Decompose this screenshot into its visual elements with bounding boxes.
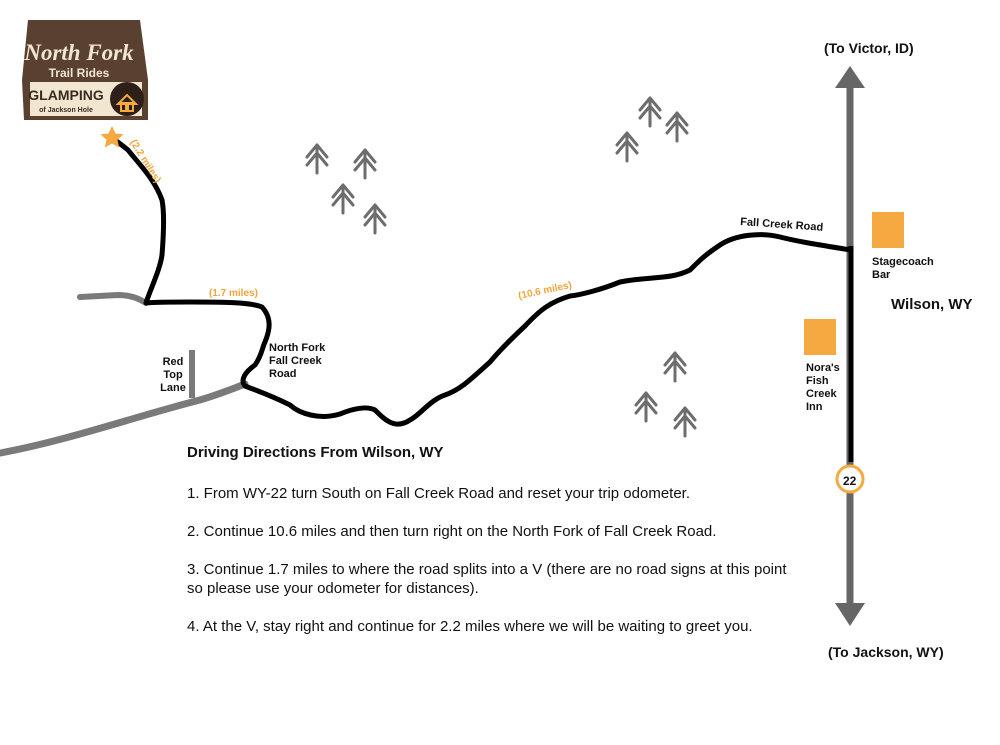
star-icon xyxy=(100,126,124,148)
noras-inn-label-line: Creek xyxy=(806,388,837,400)
stagecoach-bar-marker xyxy=(872,212,904,248)
tree-icon xyxy=(363,203,387,235)
logo-glamping: GLAMPING xyxy=(28,87,104,103)
noras-inn-label-line: Nora's xyxy=(806,362,840,374)
red-top-lane-label: Red Top Lane xyxy=(160,356,186,395)
tree-icon xyxy=(665,111,689,143)
house-icon xyxy=(115,93,139,112)
tree-icon xyxy=(615,131,639,163)
north-fork-road-label: North Fork Fall Creek Road xyxy=(269,342,325,381)
tree-icon xyxy=(353,148,377,180)
logo-subtitle: Trail Rides xyxy=(49,66,110,80)
driving-directions: Driving Directions From Wilson, WY 1. Fr… xyxy=(187,443,787,655)
to-jackson-label: (To Jackson, WY) xyxy=(828,644,944,660)
direction-step: 1. From WY-22 turn South on Fall Creek R… xyxy=(187,485,691,502)
noras-inn-label-line: Fish xyxy=(806,375,829,387)
north-fork-road-label-line: Fall Creek xyxy=(269,355,322,367)
side-roads xyxy=(0,291,249,457)
stagecoach-bar-label: Stagecoach Bar xyxy=(872,256,934,282)
tree-icon xyxy=(634,391,658,423)
wilson-label: Wilson, WY xyxy=(891,296,973,313)
red-top-lane-label-line: Lane xyxy=(160,382,186,394)
noras-inn-label: Nora's Fish Creek Inn xyxy=(806,362,840,414)
highway-shield-number: 22 xyxy=(843,474,857,488)
arrow-up-icon xyxy=(835,66,865,88)
tree-icon xyxy=(663,351,687,383)
tree-group-left xyxy=(305,143,387,235)
directions-title: Driving Directions From Wilson, WY xyxy=(187,444,444,461)
noras-inn-marker xyxy=(804,319,836,355)
arrow-down-icon xyxy=(835,603,865,626)
north-fork-road-label-line: North Fork xyxy=(269,342,326,354)
direction-step: 3. Continue 1.7 miles to where the road … xyxy=(187,561,787,597)
tree-icon xyxy=(673,406,697,438)
stagecoach-bar-label-line: Stagecoach xyxy=(872,256,934,268)
north-fork-road-label-line: Road xyxy=(269,368,297,380)
red-top-lane-label-line: Red xyxy=(162,356,184,368)
logo-title: North Fork xyxy=(23,40,134,65)
tree-icon xyxy=(305,143,329,175)
tree-group-bottom xyxy=(634,351,697,438)
highway-shield-icon xyxy=(835,464,865,494)
red-top-lane-label-line: Top xyxy=(163,369,183,381)
logo: North Fork Trail Rides GLAMPING of Jacks… xyxy=(22,20,148,120)
distance-label-1-7: (1.7 miles) xyxy=(209,288,258,299)
tree-icon xyxy=(331,183,355,215)
tree-icon xyxy=(638,96,662,128)
logo-tagline: of Jackson Hole xyxy=(39,107,93,114)
distance-label-2-2: (2.2 miles) xyxy=(127,138,162,185)
to-victor-label: (To Victor, ID) xyxy=(824,40,914,56)
direction-step: 4. At the V, stay right and continue for… xyxy=(187,618,753,635)
route xyxy=(109,135,854,427)
direction-step: 2. Continue 10.6 miles and then turn rig… xyxy=(187,523,717,540)
noras-inn-label-line: Inn xyxy=(806,401,823,413)
fall-creek-road-label: Fall Creek Road xyxy=(740,216,824,234)
highway-22 xyxy=(835,66,865,626)
stagecoach-bar-label-line: Bar xyxy=(872,269,891,281)
tree-group-top xyxy=(615,96,689,163)
